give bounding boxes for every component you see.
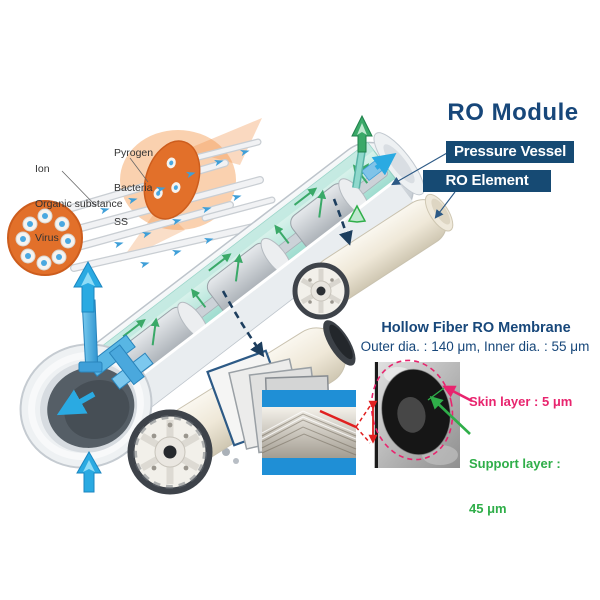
feed-labels-right: Pyrogen Bacteria SS [114, 125, 153, 240]
support-layer-arrow-icon [429, 395, 471, 435]
fiber-bundle-illustration [7, 118, 276, 276]
membrane-dimensions: Outer dia. : 140 μm, Inner dia. : 55 μm [360, 339, 590, 354]
page-title: RO Module [447, 99, 579, 126]
fiber-weave-closeup [261, 390, 357, 475]
permeate-arrow-bottom-icon [76, 450, 102, 493]
pressure-vessel-label: Pressure Vessel [446, 141, 574, 163]
feed-arrow-icon [56, 389, 96, 416]
leader-line [61, 170, 97, 207]
permeate-arrow-up-icon [73, 260, 103, 313]
feed-label-ion: Ion [35, 163, 50, 175]
red-dashed-highlight [370, 359, 454, 461]
fiber-donut [381, 368, 451, 456]
bundle-end-disc-right [143, 140, 201, 220]
ro-element-label: RO Element [423, 170, 551, 192]
element-end-cap [292, 262, 350, 320]
impurity-particle-icons [100, 150, 250, 269]
skin-layer-label: Skin layer : 5 μm [469, 394, 573, 409]
element-pullout-arrow-icon [221, 290, 265, 358]
feed-label-ss: SS [114, 216, 129, 228]
outlet-arrow-icon [371, 153, 397, 176]
fiber-ends [15, 208, 76, 271]
vessel-fitting [222, 448, 230, 456]
feed-label-pyrogen: Pyrogen [114, 147, 154, 159]
support-layer-label: Support layer : 45 μm [469, 456, 561, 516]
feed-piping [56, 260, 154, 493]
blue-band-top [262, 390, 356, 407]
concentrate-outlet [347, 114, 397, 223]
shell-near-wall [94, 179, 416, 426]
blue-band-bottom [262, 458, 356, 475]
red-connectors [319, 400, 378, 444]
fiber-cross-section-photo [370, 359, 460, 468]
bundle-end-disc-left [7, 200, 83, 276]
vessel-fitting [233, 458, 239, 464]
fiber-tubes [54, 138, 276, 272]
green-diamond-arrow-icon [347, 204, 367, 223]
membrane-heading: Hollow Fiber RO Membrane [381, 320, 571, 336]
leader-line [129, 157, 149, 183]
feed-labels-left: Ion Organic substance Virus [35, 141, 123, 256]
element-end-cap [127, 409, 213, 495]
element-pullout-arrow-icon [332, 198, 353, 246]
feed-label-bacteria: Bacteria [114, 181, 153, 194]
skin-layer-arrow-icon [442, 385, 473, 403]
feed-label-virus: Virus [35, 232, 59, 244]
pressure-vessel-cutaway [19, 114, 425, 493]
concentrate-arrow-icon [351, 114, 373, 153]
feed-label-organic: Organic substance [35, 197, 123, 210]
pressure-vessel-pointer [391, 152, 448, 186]
ro-element-pointer [434, 191, 456, 219]
